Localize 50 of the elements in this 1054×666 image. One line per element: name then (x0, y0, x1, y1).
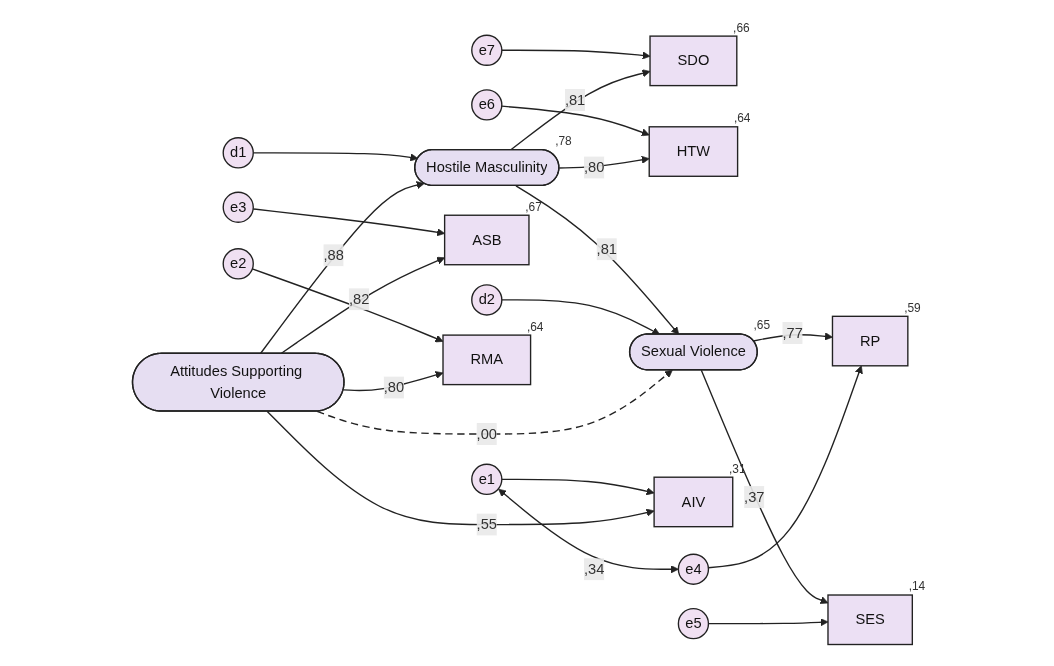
value-label: ,66 (733, 20, 750, 35)
arrow (558, 155, 650, 169)
edge-label: ,82 (348, 291, 370, 307)
node-box: RP (831, 315, 909, 367)
node-circle: e1 (471, 463, 503, 496)
node-circle: d2 (471, 284, 503, 316)
node-circle: d1 (222, 137, 254, 169)
value-label: ,59 (904, 300, 921, 315)
arrow (501, 299, 661, 335)
value-label: ,67 (525, 199, 542, 214)
edge-label: ,80 (584, 159, 605, 175)
arrow (266, 410, 655, 526)
value-label: ,78 (555, 134, 572, 149)
arrow (280, 256, 445, 355)
edge-label: ,34 (584, 560, 605, 577)
arrow (509, 69, 651, 151)
arrow (342, 371, 444, 392)
edge-label: ,00 (476, 425, 497, 442)
arrow (316, 369, 673, 435)
node-circle: e2 (222, 248, 254, 280)
value-label: ,14 (908, 579, 926, 594)
node-box: RMA (442, 334, 532, 386)
node-circle: e5 (677, 607, 710, 640)
edge-label: ,88 (323, 247, 344, 263)
arrow (501, 478, 655, 496)
arrow (752, 332, 833, 342)
edge-label: ,80 (383, 379, 405, 395)
edge-label: ,77 (782, 324, 803, 341)
node-box: HTW (648, 126, 739, 177)
arrow (501, 49, 651, 60)
value-label: ,65 (753, 318, 771, 333)
edge-label: ,81 (596, 240, 617, 257)
node-box: SES (827, 594, 913, 646)
node-circle: e7 (471, 34, 503, 66)
value-label: ,64 (733, 111, 751, 126)
node-circle: e6 (471, 89, 503, 121)
arrow (515, 185, 680, 335)
edge-label: ,37 (744, 488, 765, 505)
value-label: ,64 (526, 319, 544, 334)
edge-label: ,55 (476, 516, 497, 532)
node-circle: e4 (677, 553, 710, 585)
node-box: SDO (649, 35, 738, 87)
arrow (498, 488, 679, 574)
node-circle: e3 (222, 191, 254, 223)
arrow (501, 105, 650, 137)
node-box: AIV (653, 476, 734, 528)
node-box: ASB (443, 214, 530, 266)
arrow (252, 208, 445, 237)
arrow (259, 181, 425, 355)
edge-label: ,81 (564, 91, 586, 108)
